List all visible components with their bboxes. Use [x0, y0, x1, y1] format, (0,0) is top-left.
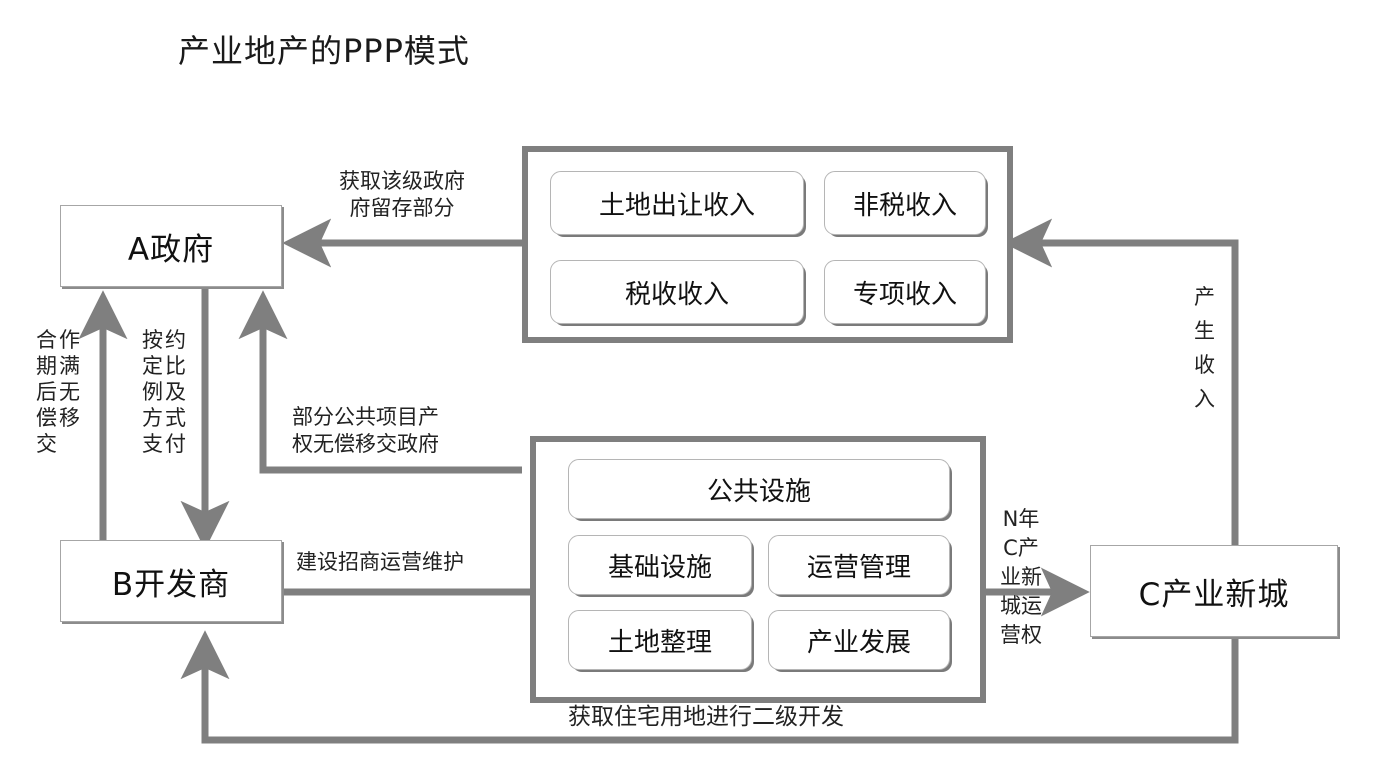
label-operation-right-line3: 业新	[1000, 565, 1042, 589]
revenue-chip-land-transfer[interactable]: 土地出让收入	[550, 171, 804, 235]
page-title: 产业地产的PPP模式	[178, 32, 470, 70]
label-generate-revenue: 产 生 收 入	[1194, 280, 1215, 416]
revenue-chip-non-tax[interactable]: 非税收入	[824, 171, 986, 235]
label-operation-right-line4: 城运	[1000, 594, 1042, 618]
label-operation-right-line2: C产	[1003, 536, 1039, 560]
project-chip-public-facilities[interactable]: 公共设施	[568, 459, 950, 519]
entity-government-label: A政府	[127, 231, 215, 268]
revenue-chip-tax-label: 税收收入	[624, 279, 729, 310]
entity-industrial-city[interactable]: C产业新城	[1090, 545, 1338, 637]
entity-industrial-city-label: C产业新城	[1138, 576, 1290, 613]
project-chip-operations-management[interactable]: 运营管理	[768, 535, 950, 595]
label-generate-revenue-char1: 产	[1194, 285, 1215, 309]
revenue-chip-special-label: 专项收入	[852, 279, 957, 310]
label-operation-right: N年 C产 业新 城运 营权	[1000, 505, 1042, 650]
revenue-chip-land-transfer-label: 土地出让收入	[598, 190, 755, 221]
project-chip-public-facilities-label: 公共设施	[706, 476, 811, 507]
project-scope-panel: 公共设施 基础设施 运营管理 土地整理 产业发展	[530, 436, 986, 703]
project-chip-land-consolidation-label: 土地整理	[607, 627, 712, 658]
project-chip-operations-management-label: 运营管理	[806, 552, 911, 583]
label-revenue-to-government-line1: 获取该级政府	[339, 169, 465, 193]
arrow-city-to-revenue	[1003, 218, 1239, 545]
arrow-residential-land-return	[180, 630, 1239, 744]
label-payment-terms: 约比及式付 按定例方支	[142, 327, 188, 457]
revenue-chip-non-tax-label: 非税收入	[852, 190, 957, 221]
label-transfer-after-term-col-left: 合期后偿交	[36, 328, 57, 456]
label-operation-right-line5: 营权	[1000, 623, 1042, 647]
project-chip-land-consolidation[interactable]: 土地整理	[568, 610, 752, 670]
label-public-asset-transfer-line2: 权无偿移交政府	[292, 432, 439, 456]
label-build-operate: 建设招商运营维护	[296, 550, 464, 574]
entity-government[interactable]: A政府	[60, 205, 282, 287]
revenue-chip-tax[interactable]: 税收收入	[550, 260, 804, 324]
project-chip-industry-development-label: 产业发展	[806, 627, 911, 658]
label-residential-land: 获取住宅用地进行二级开发	[568, 704, 844, 730]
project-chip-infrastructure-label: 基础设施	[607, 552, 712, 583]
label-revenue-to-government-line2: 府留存部分	[349, 196, 455, 220]
label-generate-revenue-char2: 生	[1194, 319, 1215, 343]
label-generate-revenue-char3: 收	[1194, 353, 1215, 377]
government-revenue-panel: 土地出让收入 非税收入 税收收入 专项收入	[522, 146, 1013, 343]
revenue-chip-special[interactable]: 专项收入	[824, 260, 986, 324]
entity-developer-label: B开发商	[111, 566, 231, 603]
arrow-public-asset-transfer	[238, 290, 522, 474]
entity-developer[interactable]: B开发商	[60, 540, 282, 622]
label-transfer-after-term: 作满无移 合期后偿交	[36, 327, 82, 457]
label-payment-terms-col-left: 按定例方支	[142, 328, 163, 456]
label-operation-right-line1: N年	[1002, 507, 1040, 531]
project-chip-industry-development[interactable]: 产业发展	[768, 610, 950, 670]
project-chip-infrastructure[interactable]: 基础设施	[568, 535, 752, 595]
label-payment-terms-col-right: 约比及式付	[165, 328, 186, 456]
label-generate-revenue-char4: 入	[1194, 387, 1215, 411]
label-transfer-after-term-col-right: 作满无移	[59, 328, 80, 430]
label-public-asset-transfer-line1: 部分公共项目产	[292, 405, 439, 429]
